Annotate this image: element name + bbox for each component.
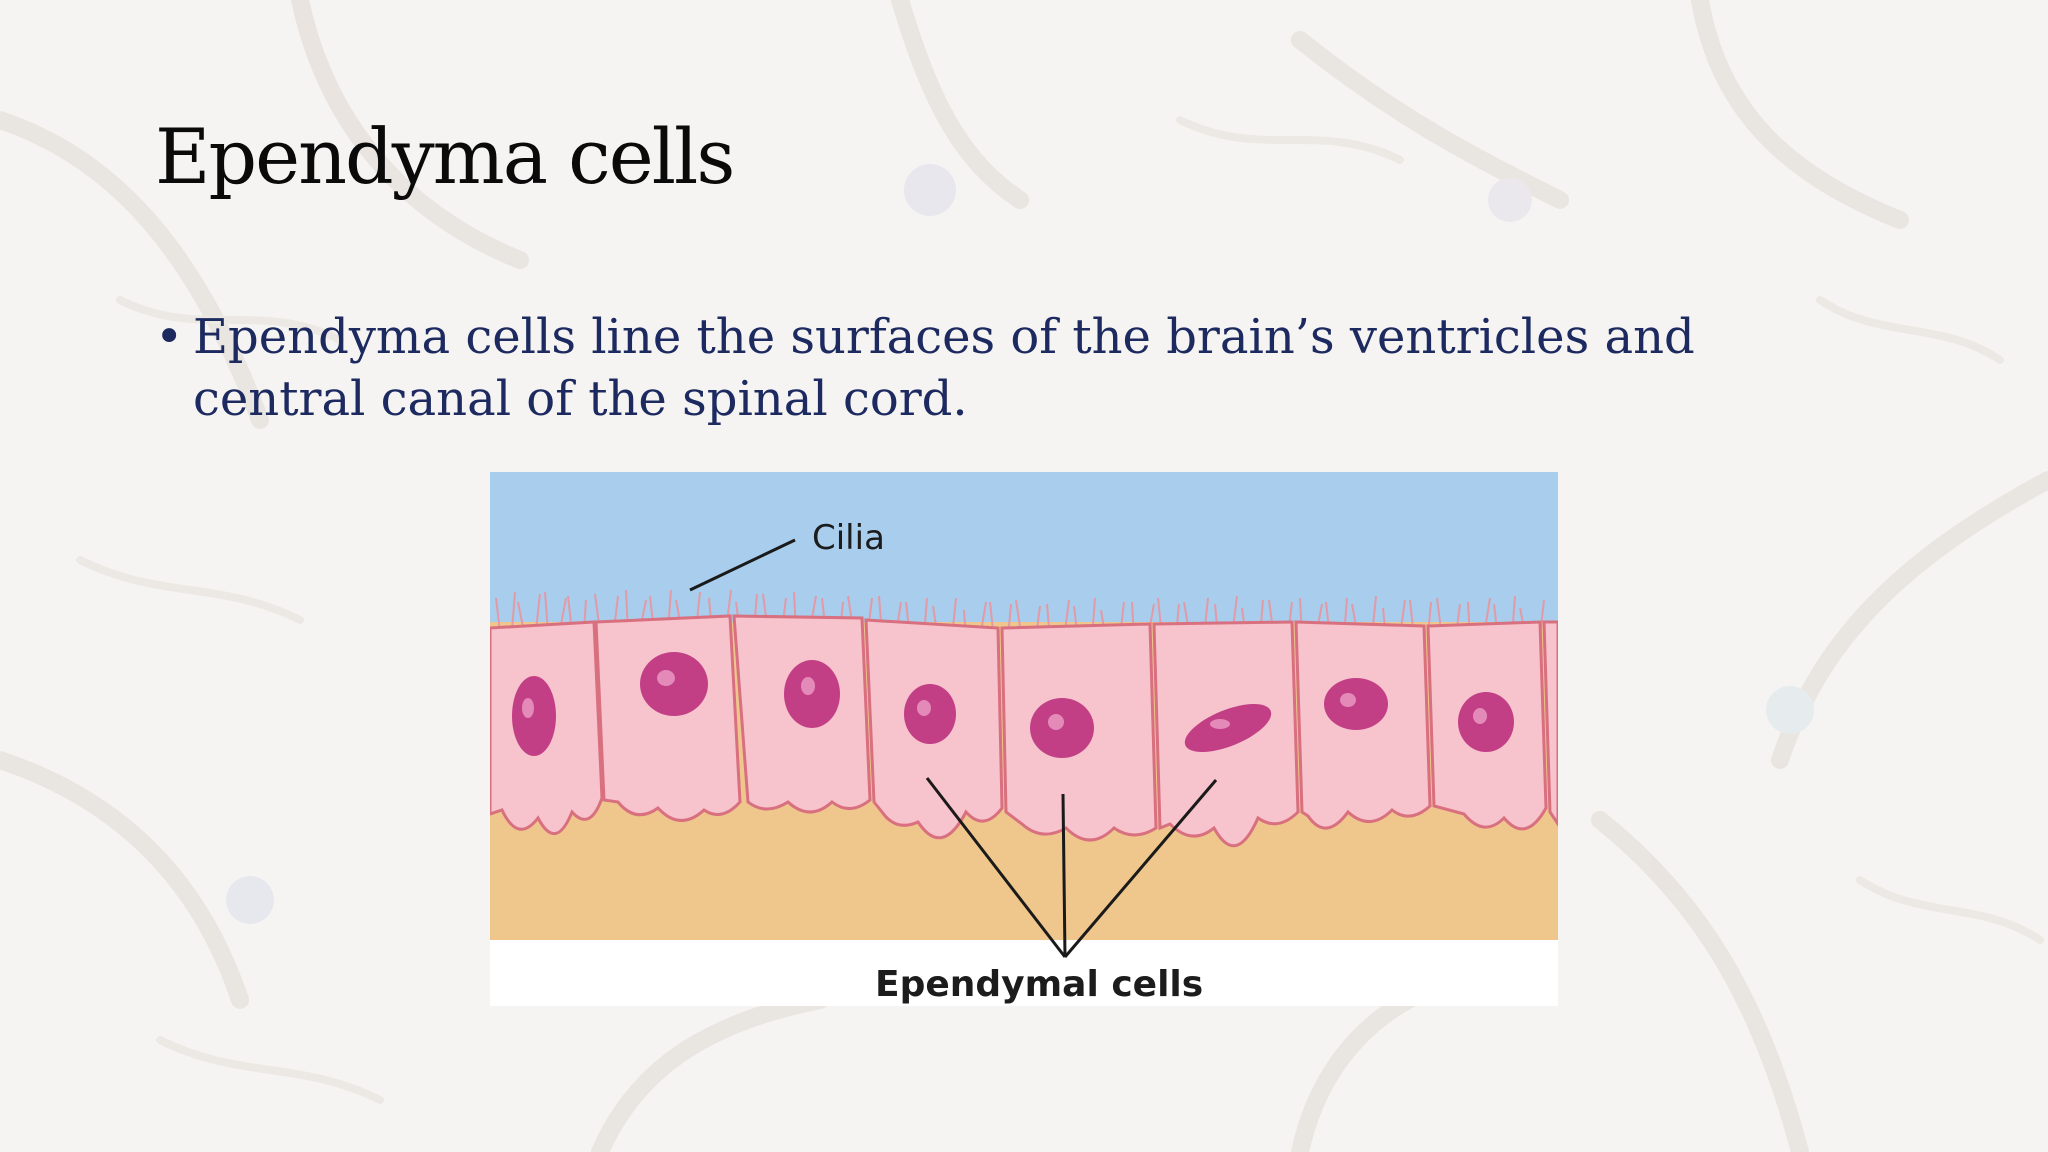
nucleus (1324, 678, 1388, 730)
nucleus (784, 660, 840, 728)
cilia-leader-line (689, 538, 796, 592)
cell (594, 614, 742, 822)
cell-row (490, 614, 1558, 848)
cells-leader-line (1061, 793, 1067, 958)
bullet-text: Ependyma cells line the surfaces of the … (193, 309, 1695, 427)
nucleus (1458, 692, 1514, 752)
cilia-label: Cilia (812, 518, 885, 558)
ependymal-cells-label: Ependymal cells (875, 964, 1203, 1005)
slide-title: Ependyma cells (155, 112, 735, 201)
cells-leader-line (1063, 779, 1218, 958)
nucleus (640, 652, 708, 716)
ependymal-cells-figure: Cilia Ependymal cells (490, 472, 1558, 1006)
leader-lines (689, 538, 1218, 958)
nucleus (904, 684, 956, 744)
bullet-list: • Ependyma cells line the surfaces of th… (155, 306, 1875, 430)
nucleus (1030, 698, 1094, 758)
cell (1542, 620, 1558, 827)
nuclei (512, 652, 1514, 758)
nucleus (512, 676, 556, 756)
bullet-marker: • (155, 309, 184, 365)
ependymal-cells-diagram: Cilia Ependymal cells (490, 472, 1558, 1006)
nucleus (1184, 704, 1272, 752)
cells-leader-line (925, 777, 1067, 958)
nucleus-highlights (522, 670, 1487, 730)
